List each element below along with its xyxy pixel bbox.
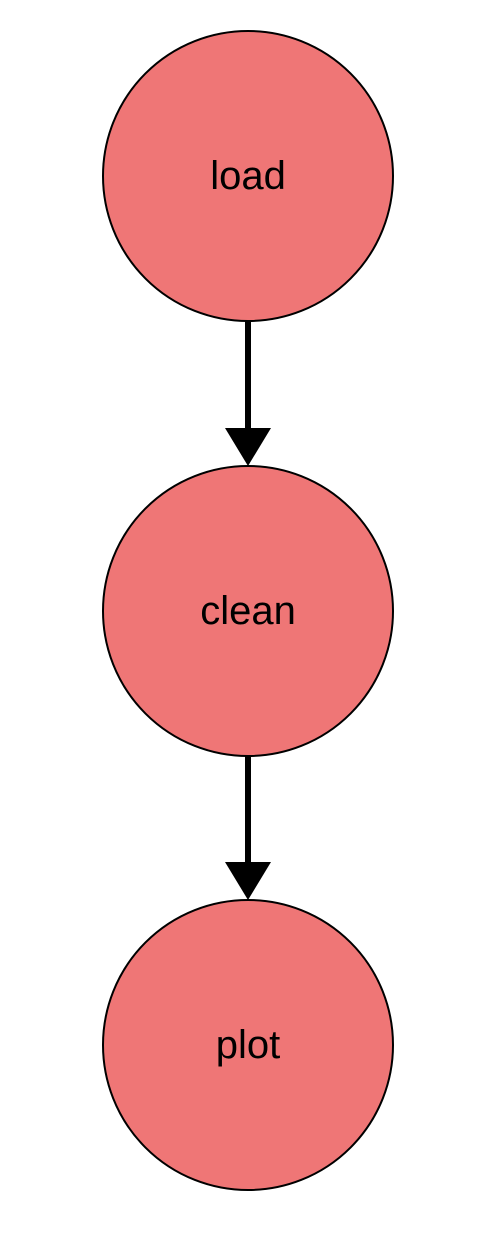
arrowhead-icon: [225, 862, 271, 900]
node-label: clean: [200, 589, 296, 633]
node-circle: [102, 30, 394, 322]
node-circle: [102, 465, 394, 757]
node-plot[interactable]: plot: [102, 899, 394, 1191]
edge-load-to-clean: [225, 320, 271, 466]
node-clean[interactable]: clean: [102, 465, 394, 757]
edge-clean-to-plot: [225, 755, 271, 900]
node-label: plot: [216, 1023, 281, 1067]
node-circle: [102, 899, 394, 1191]
arrowhead-icon: [225, 428, 271, 466]
node-load[interactable]: load: [102, 30, 394, 322]
node-label: load: [210, 154, 286, 198]
